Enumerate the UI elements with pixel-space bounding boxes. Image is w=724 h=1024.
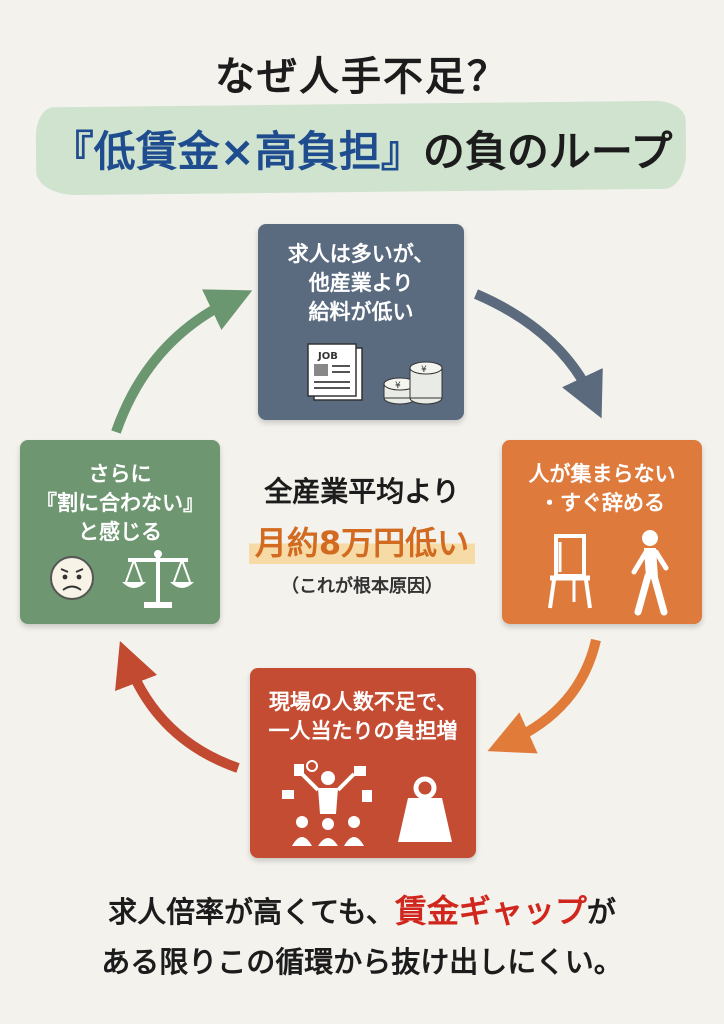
overworked-staff-icon	[282, 760, 372, 846]
step-text-line: 人が集まらない	[528, 462, 676, 486]
title-rest: の負のループ	[422, 127, 673, 176]
center-note: （これが根本原因）	[281, 576, 443, 597]
title-line-2: 『低賃金×高負担』の負のループ	[0, 118, 724, 179]
cycle-step-workload-increase: 現場の人数不足で、 一人当たりの負担増	[250, 668, 476, 858]
footer-line-1-post: が	[586, 895, 616, 929]
job-document-icon: JOB	[307, 343, 363, 401]
svg-text:¥: ¥	[421, 365, 427, 375]
arrow-top-to-right	[474, 289, 603, 419]
cycle-step-not-worth-it: さらに 『割に合わない』 と感じる	[20, 440, 220, 624]
chair-icon	[548, 534, 592, 609]
walking-person-icon	[631, 530, 669, 616]
cycle-step-staff-leave: 人が集まらない ・すぐ辞める	[502, 440, 702, 624]
step-text-line: 『割に合わない』	[36, 491, 204, 515]
title-emphasis: 『低賃金×高負担』	[51, 127, 423, 176]
step-text-line: 現場の人数不足で、	[268, 690, 458, 714]
heavy-weight-icon	[398, 776, 452, 842]
center-highlight: 月約8万円低い	[248, 518, 476, 564]
step-text-line: 他産業より	[308, 271, 414, 295]
worried-face-icon	[50, 556, 94, 600]
svg-text:¥: ¥	[395, 381, 401, 391]
arrow-right-to-bottom	[487, 638, 601, 754]
step-text-line: 一人当たりの負担増	[268, 719, 458, 743]
balance-scale-icon	[122, 550, 194, 608]
step-text-line: と感じる	[78, 520, 162, 544]
arrow-left-to-top	[111, 289, 253, 434]
central-message: 全産業平均より 月約8万円低い （これが根本原因）	[226, 470, 498, 598]
center-line-1: 全産業平均より	[264, 475, 460, 508]
footer-message: 求人倍率が高くても、賃金ギャップが ある限りこの循環から抜け出しにくい。	[0, 886, 724, 987]
footer-line-1: 求人倍率が高くても、賃金ギャップが	[0, 886, 724, 937]
footer-line-2: ある限りこの循環から抜け出しにくい。	[101, 945, 623, 979]
svg-text:JOB: JOB	[317, 351, 338, 362]
step-text-line: 給料が低い	[308, 300, 414, 324]
cycle-step-low-wages: 求人は多いが、 他産業より 給料が低い JOB ¥ ¥	[258, 224, 464, 420]
step-text-line: 求人は多いが、	[287, 242, 435, 266]
step-text-line: さらに	[88, 462, 152, 486]
step-text-line: ・すぐ辞める	[539, 491, 665, 515]
title-line-1: なぜ人手不足？	[215, 54, 509, 100]
footer-line-1-pre: 求人倍率が高くても、	[108, 895, 395, 929]
arrow-bottom-to-left	[115, 641, 240, 773]
yen-coins-icon: ¥ ¥	[383, 361, 443, 405]
footer-emphasis: 賃金ギャップ	[394, 892, 587, 930]
